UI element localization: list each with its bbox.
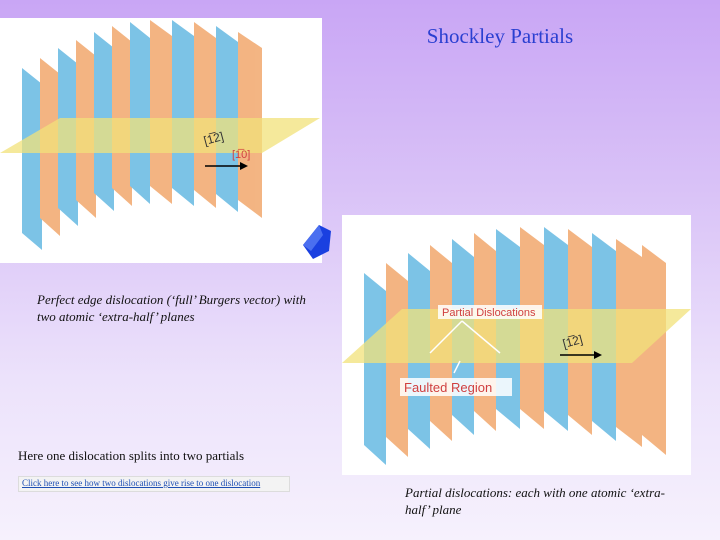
direction-label: [1̅2] bbox=[202, 129, 225, 148]
slip-plane bbox=[0, 118, 320, 153]
perfect-dislocation-diagram: [1̅2] [1̅0] bbox=[0, 20, 320, 250]
slide-title: Shockley Partials bbox=[426, 24, 574, 48]
atomic-plane bbox=[364, 273, 386, 465]
split-caption: Here one dislocation splits into two par… bbox=[18, 448, 245, 463]
pointer-line bbox=[461, 320, 501, 354]
slip-plane bbox=[342, 309, 691, 363]
perfect-dislocation-caption: Perfect edge dislocation (‘full’ Burgers… bbox=[37, 292, 306, 324]
arrow-head bbox=[594, 351, 602, 359]
atomic-plane bbox=[150, 20, 172, 204]
atomic-plane bbox=[112, 26, 132, 206]
perfect-dislocation-figure: [1̅2] [1̅0] bbox=[0, 18, 322, 263]
atomic-plane bbox=[22, 68, 42, 250]
atomic-plane bbox=[642, 245, 666, 455]
pointer-line bbox=[453, 360, 461, 374]
atomic-plane bbox=[194, 22, 216, 208]
partial-dislocation-caption: Partial dislocations: each with one atom… bbox=[405, 485, 665, 517]
pointer-line bbox=[429, 320, 463, 354]
dislocation-animation-link[interactable]: Click here to see how two dislocations g… bbox=[22, 478, 261, 488]
direction-label: [1̅0] bbox=[232, 149, 250, 161]
transition-arrow-icon bbox=[303, 225, 331, 259]
partial-dislocations-label: Partial Dislocations bbox=[442, 307, 536, 319]
atomic-plane bbox=[130, 22, 150, 204]
link-box: Click here to see how two dislocations g… bbox=[18, 476, 290, 492]
partial-dislocations-label-box bbox=[438, 305, 542, 319]
partial-dislocation-figure: Partial Dislocations Faulted Region [1̅2… bbox=[342, 215, 691, 475]
partial-dislocation-diagram: Partial Dislocations Faulted Region [1̅2… bbox=[342, 227, 691, 465]
atomic-plane bbox=[172, 20, 194, 206]
faulted-region-label-box bbox=[400, 378, 512, 396]
arrow-head bbox=[240, 162, 248, 170]
faulted-region-label: Faulted Region bbox=[404, 380, 492, 395]
direction-label: [1̅2] bbox=[561, 332, 584, 351]
